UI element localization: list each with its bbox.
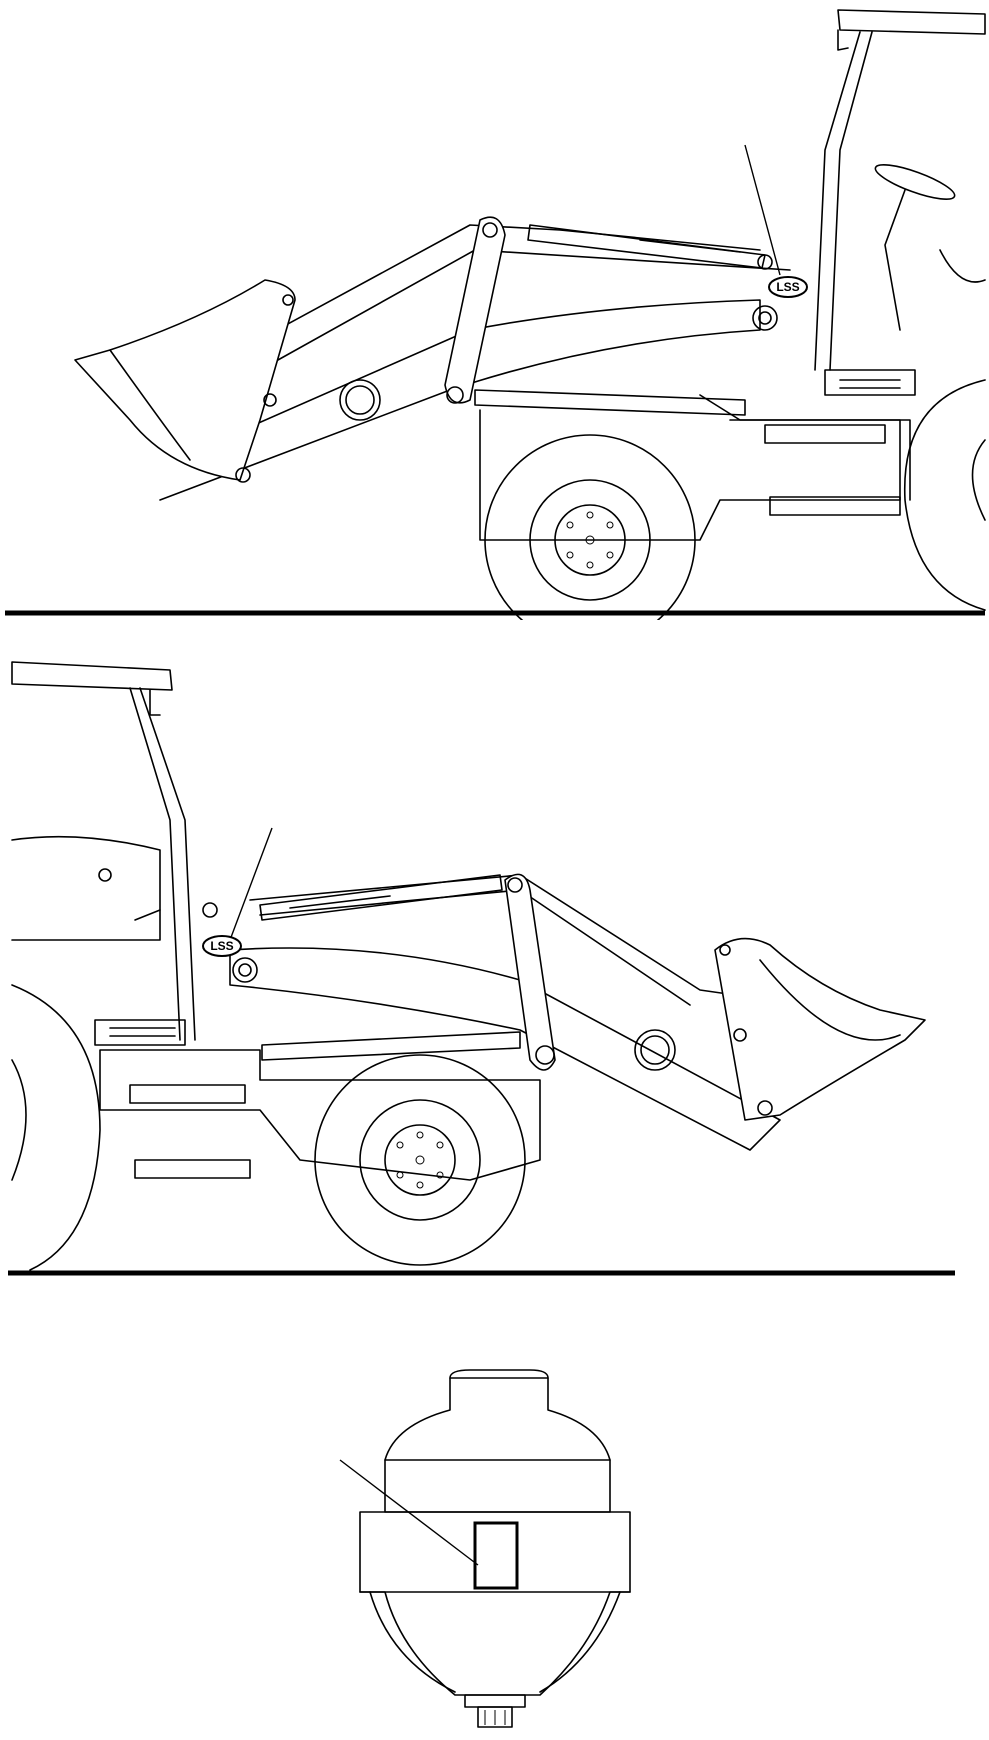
- cab-front-post: [814, 31, 861, 371]
- top-loader-drawing: LSS: [5, 9, 986, 620]
- top-lss-text: LSS: [776, 280, 799, 294]
- accumulator-port: [464, 1694, 526, 1708]
- top-loader-view: LSS: [0, 0, 989, 620]
- steering-wheel: [874, 164, 956, 200]
- linkage-plate: [504, 873, 556, 1071]
- cab-roof: [837, 9, 986, 35]
- cab-roof: [11, 661, 173, 691]
- middle-lss-badge: LSS: [202, 935, 242, 957]
- accumulator-upper-body: [384, 1459, 611, 1513]
- accumulator-top-dome: [384, 1369, 611, 1461]
- bucket: [714, 937, 926, 1121]
- boom-arm-upper: [239, 224, 761, 351]
- chassis: [479, 394, 901, 541]
- middle-callout-leader: [229, 827, 273, 941]
- accumulator-lower-cone: [359, 1591, 631, 1696]
- rear-wheel: [903, 379, 986, 611]
- accumulator-drawing: [339, 1369, 631, 1728]
- chassis: [99, 1049, 541, 1181]
- middle-lss-text: LSS: [210, 939, 233, 953]
- bucket: [74, 279, 296, 481]
- tilt-link: [474, 389, 746, 416]
- top-callout-leader: [744, 144, 781, 276]
- front-wheel: [314, 1054, 526, 1266]
- tilt-link: [261, 1031, 521, 1061]
- accumulator-label-decal: [473, 1521, 519, 1590]
- cab-front-post: [129, 687, 181, 1041]
- middle-loader-view: LSS: [0, 640, 989, 1280]
- accumulator-view: [0, 1330, 989, 1740]
- top-lss-badge: LSS: [768, 276, 808, 298]
- rear-wheel: [11, 984, 101, 1271]
- front-wheel: [484, 434, 696, 620]
- boom-arm-main: [229, 947, 781, 1151]
- accumulator-band: [359, 1511, 631, 1593]
- middle-loader-drawing: LSS: [8, 661, 955, 1276]
- bottom-callout-leader: [339, 1459, 479, 1566]
